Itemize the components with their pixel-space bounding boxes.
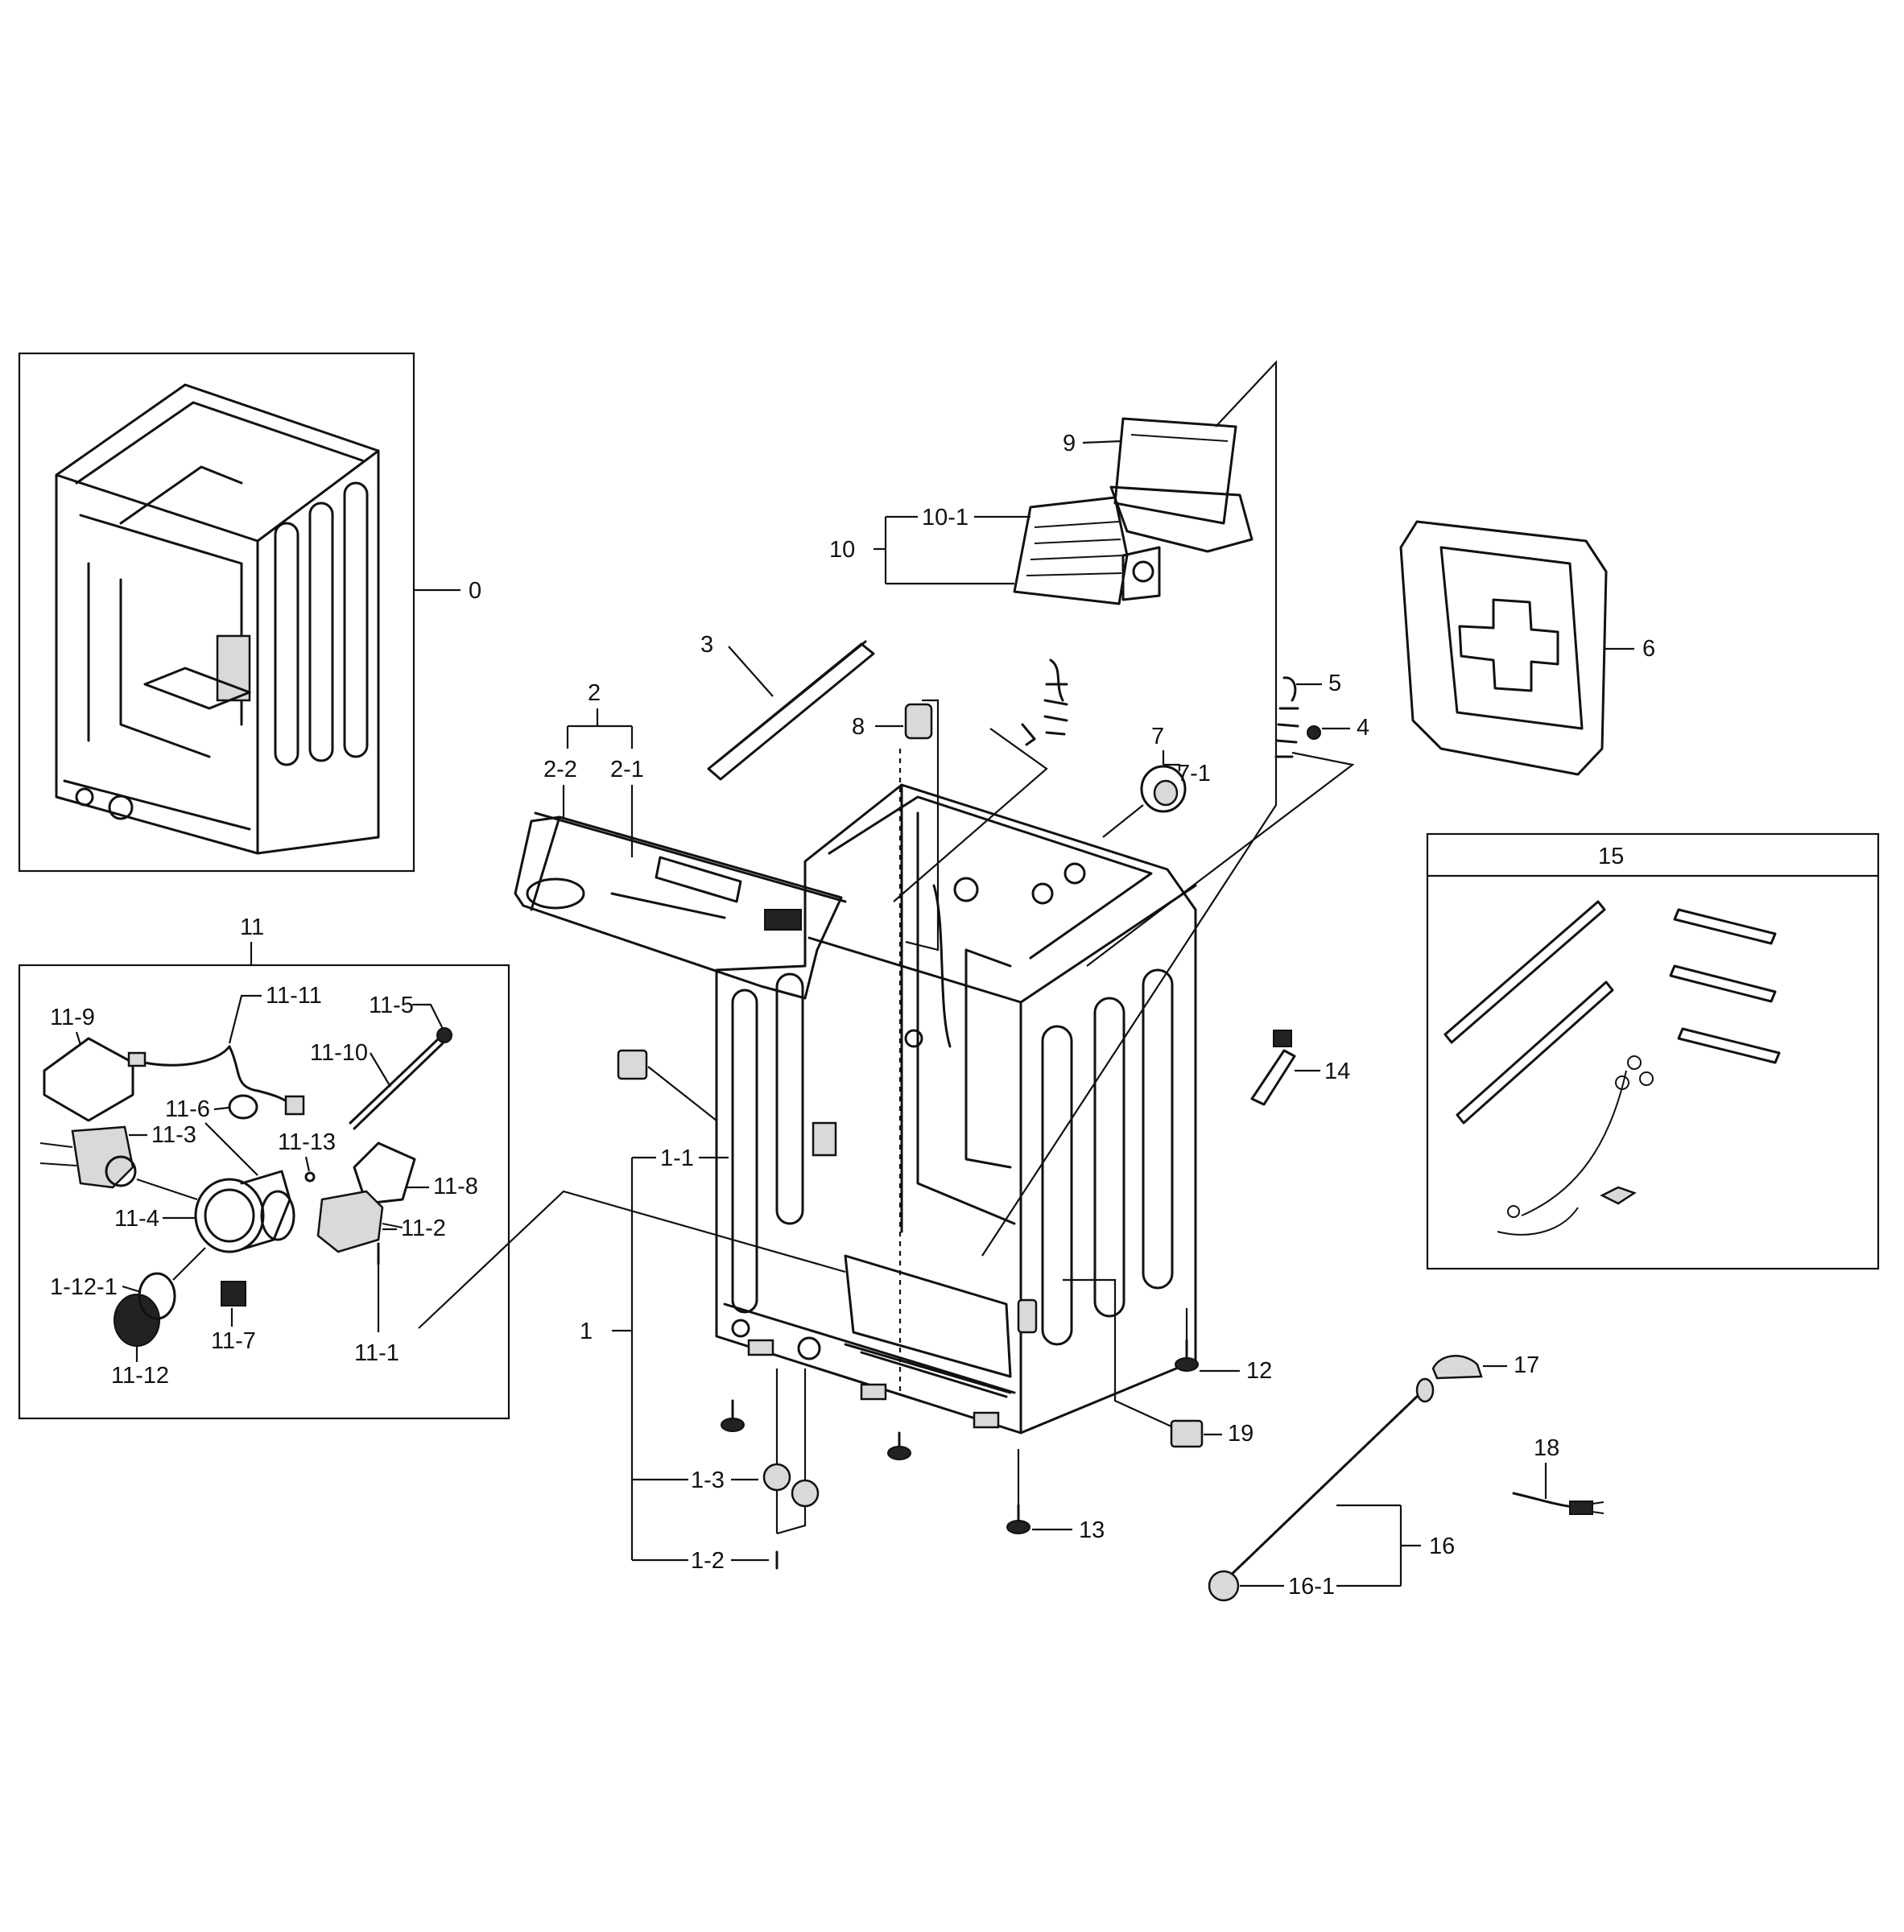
label-15: 15 — [1598, 844, 1624, 869]
label-1-3: 1-3 — [691, 1468, 725, 1493]
damper-part — [904, 703, 933, 740]
label-11-3: 11-3 — [151, 1122, 196, 1148]
spring-left-part — [1043, 658, 1068, 736]
label-16-1: 16-1 — [1288, 1574, 1335, 1600]
pump-harness-part — [135, 1045, 295, 1108]
drain-hose-part — [1208, 1377, 1435, 1602]
spring-clip-part — [1250, 1049, 1296, 1106]
label-11-1: 11-1 — [354, 1340, 399, 1366]
label-4: 4 — [1357, 715, 1369, 741]
label-1-1: 1-1 — [660, 1146, 694, 1171]
label-11-2: 11-2 — [401, 1216, 446, 1241]
label-11-6: 11-6 — [165, 1096, 210, 1122]
label-14: 14 — [1324, 1059, 1350, 1084]
label-6: 6 — [1642, 636, 1655, 662]
top-rail-part — [707, 642, 875, 781]
bracket-right-part — [1170, 1419, 1204, 1448]
pump-ring-part — [228, 1094, 258, 1120]
label-5: 5 — [1328, 671, 1341, 696]
pump-cover-part — [43, 1037, 134, 1122]
door-panel-part — [1399, 520, 1608, 776]
label-16: 16 — [1429, 1534, 1455, 1559]
control-board-part — [1109, 417, 1254, 553]
label-11-4: 11-4 — [114, 1206, 159, 1232]
label-1-12-1: 1-12-1 — [50, 1274, 118, 1300]
label-0: 0 — [469, 578, 481, 604]
label-2-2: 2-2 — [543, 757, 577, 782]
pump-housing-part — [194, 1178, 265, 1253]
label-11-11: 11-11 — [266, 983, 322, 1009]
label-19: 19 — [1228, 1421, 1254, 1447]
label-11-13: 11-13 — [278, 1129, 336, 1155]
label-10-1: 10-1 — [922, 505, 969, 530]
label-7-1: 7-1 — [1177, 761, 1211, 786]
label-2: 2 — [588, 680, 601, 706]
label-13: 13 — [1079, 1517, 1105, 1543]
label-1-2: 1-2 — [691, 1548, 725, 1574]
label-17: 17 — [1514, 1352, 1539, 1378]
leveling-feet — [721, 1339, 1199, 1570]
power-cord-part — [1512, 1492, 1576, 1509]
pump-rod-part — [349, 1037, 440, 1125]
drain-pump-box: 11 11-9 11-11 11-5 11-10 11-6 11-3 1 — [18, 914, 510, 1420]
label-11: 11 — [240, 914, 264, 940]
pump-drive-part — [316, 1190, 384, 1253]
pump-filter-part — [114, 1294, 160, 1347]
cabinet-assembly-drawing — [55, 383, 380, 855]
label-2-1: 2-1 — [610, 757, 644, 782]
module-part — [1013, 496, 1161, 605]
nut-part — [1307, 725, 1321, 740]
label-8: 8 — [852, 714, 865, 740]
label-11-9: 11-9 — [50, 1005, 95, 1030]
label-11-5: 11-5 — [369, 993, 414, 1018]
label-18: 18 — [1534, 1435, 1559, 1461]
label-11-7: 11-7 — [211, 1328, 256, 1354]
label-11-10: 11-10 — [310, 1040, 368, 1066]
top-frame-part — [514, 811, 847, 1000]
label-7: 7 — [1151, 724, 1164, 749]
label-10: 10 — [829, 537, 855, 563]
label-12: 12 — [1246, 1358, 1272, 1384]
pump-block-part — [221, 1281, 246, 1307]
label-3: 3 — [700, 632, 713, 658]
cabinet-assembly-box: 0 — [18, 352, 481, 873]
spring-right-part — [1274, 676, 1299, 758]
main-cabinet — [715, 783, 1197, 1435]
label-11-12: 11-12 — [111, 1363, 169, 1389]
hose-cap-part — [1431, 1355, 1483, 1380]
bracket-left-part — [617, 1049, 648, 1080]
mounting-kit-box: 15 — [1426, 832, 1880, 1270]
pump-motor-part — [71, 1125, 134, 1189]
label-11-8: 11-8 — [433, 1174, 478, 1199]
label-1: 1 — [580, 1319, 593, 1344]
knob-part — [1140, 765, 1187, 813]
label-9: 9 — [1063, 431, 1076, 456]
